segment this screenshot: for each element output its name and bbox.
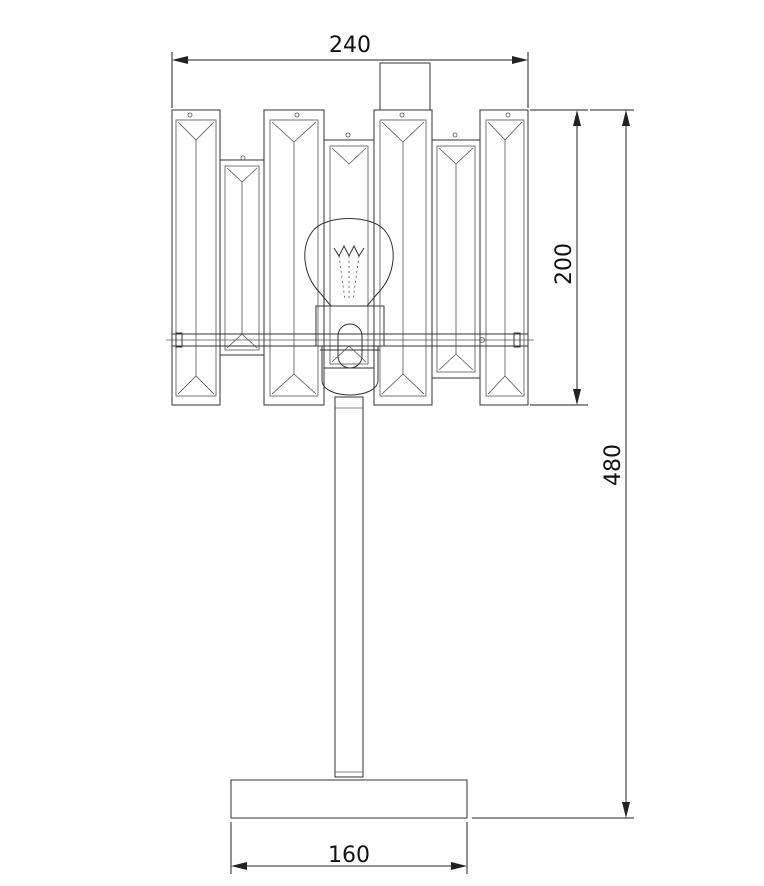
shade-crystal-panels xyxy=(171,109,529,406)
dimension-shade-height: 200 xyxy=(530,109,588,406)
lamp-top-cap xyxy=(379,62,431,111)
crystal-panel xyxy=(219,155,265,356)
dimension-shade-width: 240 xyxy=(171,33,529,108)
mounting-bar xyxy=(166,332,534,348)
crystal-panel xyxy=(431,132,481,379)
lamp-base xyxy=(230,779,468,819)
dimension-label-total-height: 480 xyxy=(601,444,626,486)
crystal-panel xyxy=(373,109,433,406)
dimension-base-width: 160 xyxy=(230,822,468,874)
crystal-panel xyxy=(479,109,529,406)
dimension-label-shade-width: 240 xyxy=(329,33,371,58)
light-bulb xyxy=(304,218,394,307)
crystal-panel xyxy=(323,132,375,369)
dimension-label-shade-height: 200 xyxy=(552,243,577,285)
crystal-panel xyxy=(171,109,221,406)
dimension-total-height: 480 xyxy=(472,109,634,819)
lamp-stem xyxy=(334,396,364,778)
bulb-socket xyxy=(306,305,394,396)
dimension-label-base-width: 160 xyxy=(328,843,370,868)
crystal-panel xyxy=(263,109,325,406)
